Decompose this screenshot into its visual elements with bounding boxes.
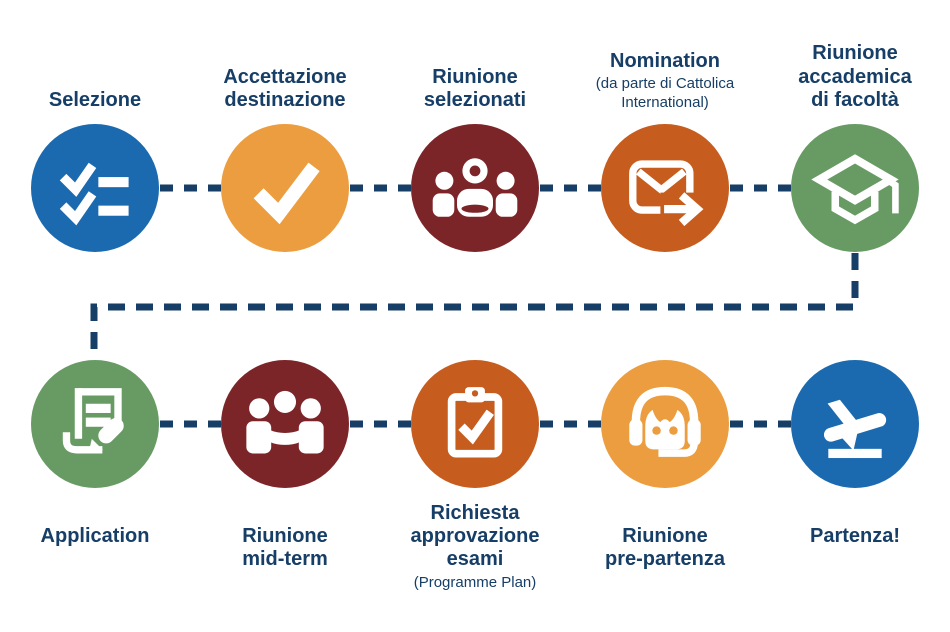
step-circle-riunione-accademica [791, 124, 919, 252]
step-label-text: Application [40, 525, 150, 548]
step-label-text: Riunione mid-term [242, 525, 328, 571]
checklist-icon [59, 162, 129, 226]
step-circle-riunione-pre-partenza [601, 360, 729, 488]
people-group-icon [432, 158, 518, 217]
step-label-text: Selezione [48, 88, 142, 111]
plane-takeoff-icon [823, 399, 887, 459]
step-circle-partenza [791, 360, 919, 488]
step-label-nomination: Nomination (da parte di Cattolica Intern… [570, 12, 760, 112]
clipboard-check-icon [447, 387, 503, 458]
step-circle-riunione-mid-term [221, 360, 349, 488]
step-label-riunione-pre-partenza: Riunione pre-partenza [570, 502, 760, 572]
meeting-icon [246, 390, 324, 454]
checkmark-icon [253, 162, 320, 225]
step-label-text: Riunione pre-partenza [604, 525, 726, 571]
step-circle-richiesta-esami [411, 360, 539, 488]
step-label-text: Riunione selezionati [423, 65, 527, 111]
step-label-partenza: Partenza! [760, 502, 950, 548]
step-sublabel-text: (da parte di Cattolica International) [595, 75, 735, 111]
step-label-riunione-accademica: Riunione accademica di facoltà [760, 12, 950, 112]
step-circle-selezione [31, 124, 159, 252]
step-circle-riunione-selezionati [411, 124, 539, 252]
step-label-richiesta-esami: Richiesta approvazione esami (Programme … [380, 502, 570, 592]
step-sublabel-text: (Programme Plan) [413, 573, 537, 591]
step-circle-accettazione [221, 124, 349, 252]
step-label-text: Riunione accademica di facoltà [798, 42, 912, 111]
step-label-application: Application [0, 502, 190, 548]
step-label-riunione-mid-term: Riunione mid-term [190, 502, 380, 572]
document-edit-icon [62, 388, 124, 454]
step-label-selezione: Selezione [0, 12, 190, 112]
step-label-riunione-selezionati: Riunione selezionati [380, 12, 570, 112]
step-label-accettazione: Accettazione destinazione [190, 12, 380, 112]
connector-row-change [90, 253, 859, 359]
headset-support-icon [629, 386, 701, 457]
step-circle-nomination [601, 124, 729, 252]
send-mail-icon [629, 160, 709, 230]
step-label-text: Nomination [610, 50, 720, 73]
graduation-cap-icon [811, 154, 899, 225]
step-label-text: Richiesta approvazione esami [410, 502, 540, 571]
step-label-text: Partenza! [809, 525, 901, 548]
step-circle-application [31, 360, 159, 488]
step-label-text: Accettazione destinazione [223, 65, 347, 111]
